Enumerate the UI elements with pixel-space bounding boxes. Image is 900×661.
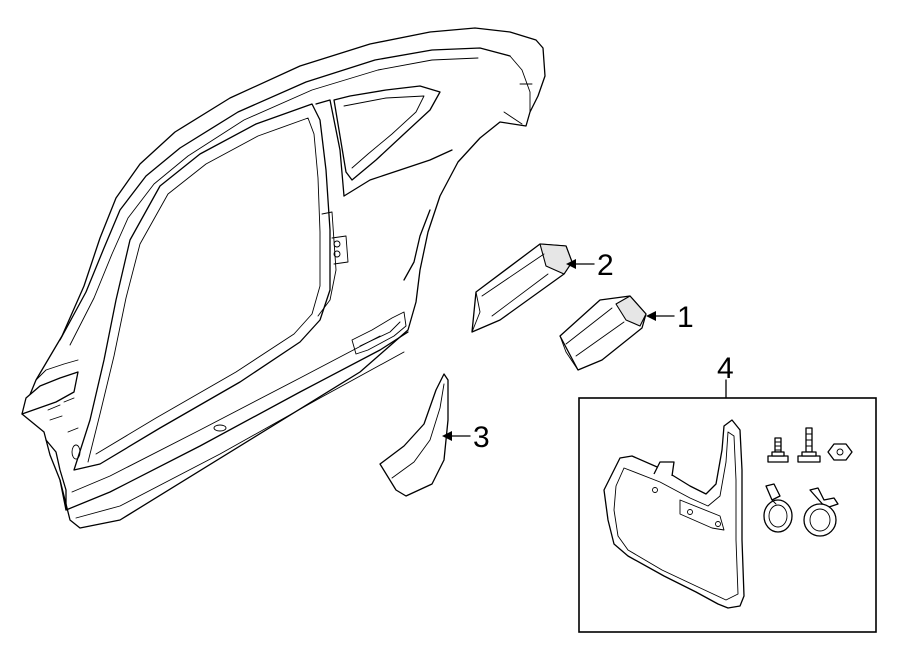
side-panel-body [21,27,546,529]
mud-flap [603,419,745,609]
bolt-icon [767,437,789,463]
callout-arrows [442,259,727,441]
rocker-trim-part-1 [559,295,647,371]
mud-flap-kit-part-4 [578,397,877,633]
bolt-icon [797,427,821,463]
rocker-trim-part-2 [471,243,573,333]
callout-3: 3 [473,421,490,454]
callout-1: 1 [677,301,694,334]
quarter-molding-part-3 [379,373,449,497]
callout-2: 2 [597,249,614,282]
clip-icon [803,487,839,537]
callout-4: 4 [717,352,734,385]
nut-icon [827,443,853,461]
clip-icon [763,483,793,533]
